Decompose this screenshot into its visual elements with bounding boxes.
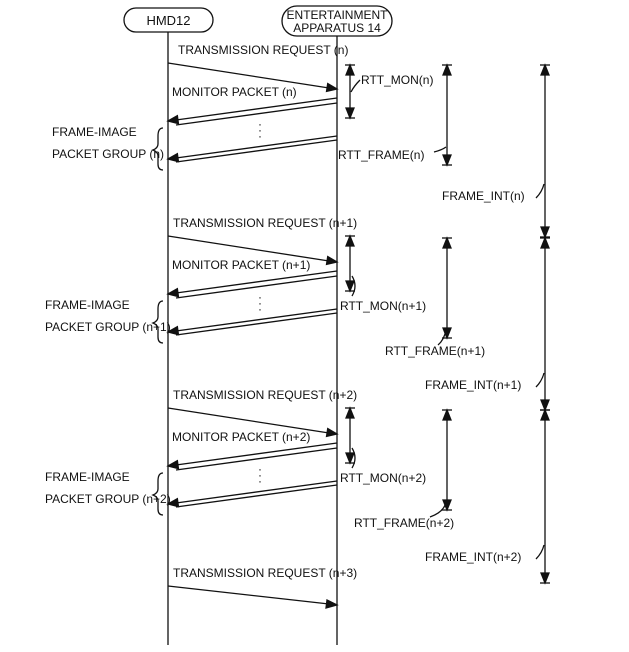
block-0-rtt-mon-label: RTT_MON(n): [361, 73, 433, 87]
apparatus-label-line1: ENTERTAINMENT: [287, 8, 389, 22]
block-2-request-arrowhead: [325, 427, 339, 438]
block-0-rtt-frame-span-bottom-head: [442, 154, 452, 167]
apparatus-label-line2: APPARATUS 14: [293, 21, 381, 35]
block-1-frame-int-span-top-head: [540, 236, 550, 249]
block-1-frame-int-label: FRAME_INT(n+1): [425, 378, 521, 392]
block-1-request-arrowhead: [325, 255, 339, 266]
block-2-rtt-mon-span-bottom-head: [345, 452, 355, 465]
final-request-arrowhead: [325, 599, 339, 609]
block-2-rtt-mon-span-top-head: [345, 406, 355, 419]
block-0-rtt-mon-span-top-head: [345, 63, 355, 76]
block-0-group-label-line1: FRAME-IMAGE: [52, 125, 137, 139]
block-0-frame-int-leader: [535, 183, 545, 199]
block-0-rtt-mon-leader: [350, 79, 361, 93]
block-1-monitor-arrowhead: [166, 287, 180, 298]
block-0-request-arrow: [167, 62, 330, 89]
block-0-rtt-frame-span-top-head: [442, 63, 452, 76]
block-1-group-label-line2: PACKET GROUP (n+1): [45, 320, 171, 334]
block-0-request-label: TRANSMISSION REQUEST (n): [178, 43, 348, 57]
block-1-frame-arrow: [175, 308, 338, 332]
block-0-monitor-arrow: [175, 97, 338, 121]
block-2-group-label-line1: FRAME-IMAGE: [45, 470, 130, 484]
block-1-ellipsis: ·: [258, 290, 262, 304]
block-0-monitor-arrowhead: [166, 114, 180, 125]
block-1-monitor-label: MONITOR PACKET (n+1): [172, 258, 310, 272]
block-0-ellipsis-2: ·: [258, 123, 262, 137]
block-2-frame-int-label: FRAME_INT(n+2): [425, 550, 521, 564]
block-0-frame-int-span-top-head: [540, 63, 550, 76]
block-2-rtt-frame-label: RTT_FRAME(n+2): [354, 516, 454, 530]
block-0-ellipsis-3: ·: [258, 129, 262, 143]
block-1-rtt-mon-span-bottom-head: [345, 280, 355, 293]
block-0-frame-arrowhead: [166, 152, 180, 163]
block-0-group-label-line2: PACKET GROUP (n): [52, 147, 164, 161]
block-1-rtt-frame-label: RTT_FRAME(n+1): [385, 344, 485, 358]
block-1-frame-int-leader: [535, 372, 545, 388]
block-2-rtt-mon-label: RTT_MON(n+2): [340, 471, 426, 485]
block-2-rtt-frame-span-bottom-head: [442, 499, 452, 512]
block-1-group-label-line1: FRAME-IMAGE: [45, 298, 130, 312]
block-2-rtt-frame-span-top-head: [442, 408, 452, 421]
block-0-ellipsis: ·: [258, 117, 262, 131]
block-2-frame-arrowhead: [166, 497, 180, 508]
block-0-rtt-frame-label: RTT_FRAME(n): [338, 148, 424, 162]
block-0-frame-int-label: FRAME_INT(n): [442, 189, 525, 203]
block-1-rtt-mon-span-top-head: [345, 234, 355, 247]
block-2-group-brace: [151, 472, 164, 516]
block-1-rtt-frame-span-top-head: [442, 236, 452, 249]
block-0-frame-arrow: [175, 135, 338, 159]
block-2-frame-int-span-bottom-head: [540, 572, 550, 585]
block-2-frame-int-leader: [535, 544, 545, 560]
final-request-label: TRANSMISSION REQUEST (n+3): [173, 566, 357, 580]
block-2-ellipsis-3: ·: [258, 474, 262, 488]
block-0-rtt-frame-leader: [433, 146, 447, 153]
block-0-request-arrowhead: [325, 82, 339, 93]
block-2-rtt-mon-leader: [351, 447, 356, 469]
block-1-request-arrow: [167, 235, 330, 262]
block-1-rtt-mon-label: RTT_MON(n+1): [340, 299, 426, 313]
block-2-group-label-line2: PACKET GROUP (n+2): [45, 492, 171, 506]
block-0-monitor-label: MONITOR PACKET (n): [172, 85, 297, 99]
block-0-monitor-arrow-2: [175, 102, 338, 126]
block-1-group-brace: [151, 300, 164, 344]
block-1-frame-int-span-bottom-head: [540, 399, 550, 412]
block-1-monitor-arrow-2: [175, 275, 338, 299]
hmd-label: HMD12: [146, 13, 190, 28]
block-1-frame-arrowhead: [166, 325, 180, 336]
block-0-group-brace: [151, 127, 164, 171]
block-0-frame-int-span-bottom-head: [540, 226, 550, 239]
block-2-frame-arrow: [175, 480, 338, 504]
block-0-frame-arrow-2: [175, 139, 338, 163]
block-1-frame-arrow-2: [175, 312, 338, 336]
block-2-frame-arrow-2: [175, 484, 338, 508]
block-2-monitor-arrow-2: [175, 447, 338, 471]
block-2-ellipsis-2: ·: [258, 468, 262, 482]
block-2-request-label: TRANSMISSION REQUEST (n+2): [173, 388, 357, 402]
block-2-rtt-frame-leader: [429, 501, 447, 518]
block-1-ellipsis-3: ·: [258, 302, 262, 316]
block-2-ellipsis: ·: [258, 462, 262, 476]
block-1-monitor-arrow: [175, 270, 338, 294]
block-2-monitor-arrowhead: [166, 459, 180, 470]
final-request-arrow: [167, 585, 330, 605]
block-2-frame-int-span-top-head: [540, 408, 550, 421]
block-1-request-label: TRANSMISSION REQUEST (n+1): [173, 216, 357, 230]
block-2-monitor-arrow: [175, 442, 338, 466]
block-1-rtt-mon-leader: [351, 275, 356, 297]
block-2-request-arrow: [167, 407, 330, 434]
block-2-monitor-label: MONITOR PACKET (n+2): [172, 430, 310, 444]
block-1-rtt-frame-leader: [437, 329, 447, 346]
block-1-ellipsis-2: ·: [258, 296, 262, 310]
block-0-rtt-mon-span-bottom-head: [345, 107, 355, 120]
